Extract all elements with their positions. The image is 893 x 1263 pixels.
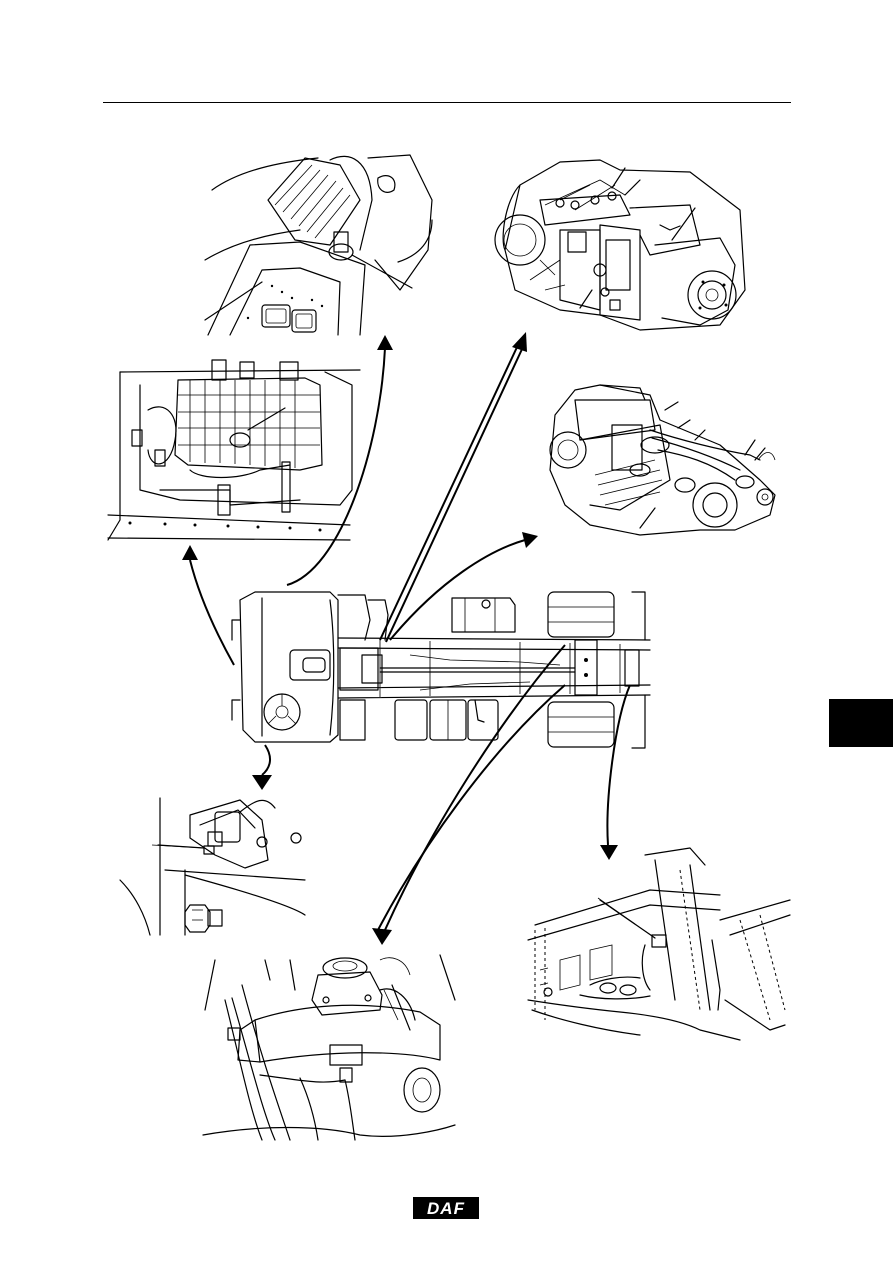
- daf-logo: DAF: [413, 1197, 479, 1219]
- header-rule: [103, 102, 791, 103]
- truck-chassis-illustration: [231, 591, 651, 749]
- pedal-switch-illustration: [204, 154, 433, 336]
- callout-leaders: [151, 844, 656, 1021]
- svg-text:DAF: DAF: [427, 1199, 465, 1218]
- arrows: [182, 332, 631, 945]
- gearbox-top-illustration: [494, 159, 746, 331]
- rear-axle-illustration: [202, 954, 456, 1141]
- gearbox-bottom-illustration: [549, 384, 776, 536]
- cab-mount-sensor-illustration: [119, 797, 306, 936]
- fusebox-illustration: [107, 359, 361, 541]
- section-tab: [829, 699, 893, 747]
- chassis-frame-illustration: [527, 847, 791, 1041]
